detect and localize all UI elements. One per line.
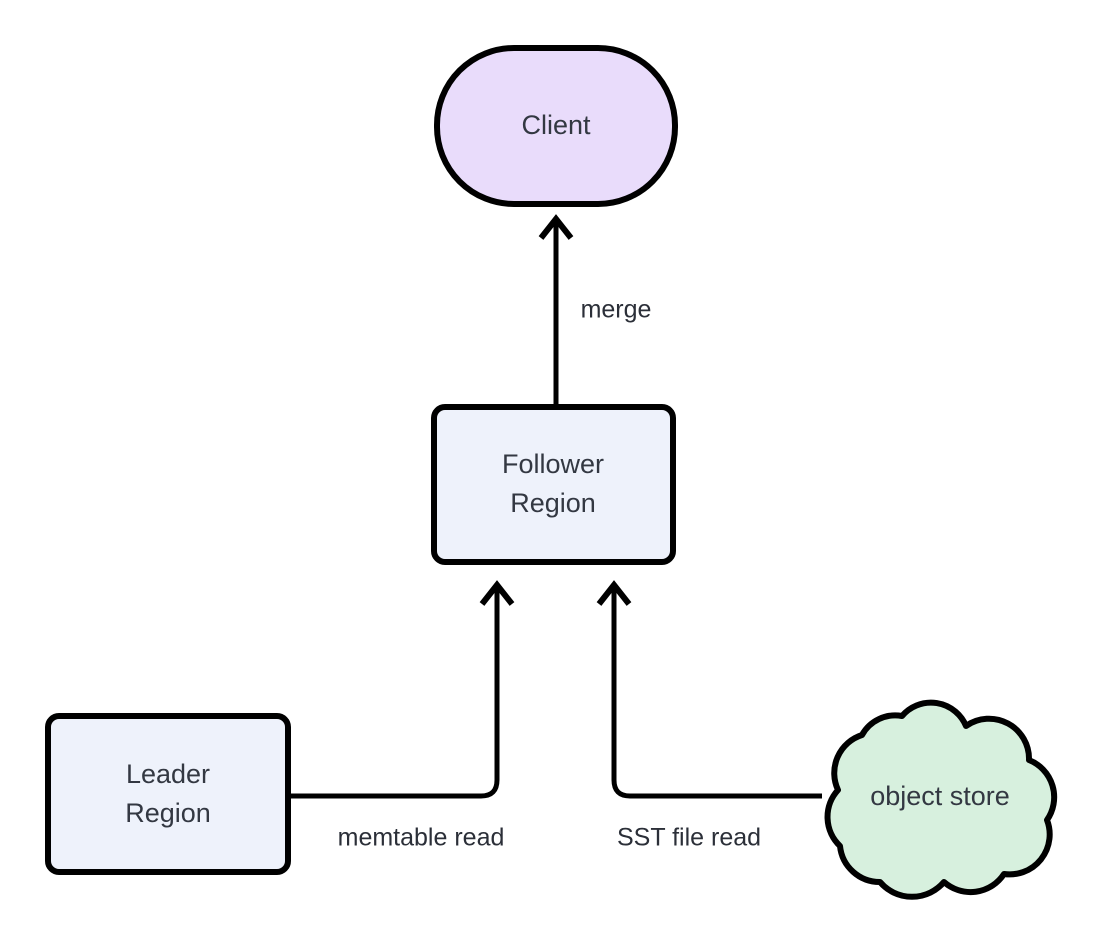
edge-label-merge-group: merge [566, 290, 666, 330]
edge-follower-to-client[interactable] [538, 214, 574, 407]
follower-region-shape [431, 404, 676, 565]
merge-label-backdrop [566, 290, 666, 330]
leader-region-label-line2: Region [125, 798, 211, 828]
edge-label-memtable-read-group: memtable read [311, 818, 531, 858]
leader-region-shape [45, 713, 291, 875]
follower-region-label-line1: Follower [502, 449, 604, 479]
leader-region-label-line1: Leader [126, 759, 210, 789]
edge-leader-to-follower[interactable] [288, 580, 515, 799]
object-store-shape [824, 699, 1058, 900]
edge-line-memtable-read [288, 588, 500, 799]
object-store-label: object store [870, 781, 1010, 811]
follower-region-label-line2: Region [510, 488, 596, 518]
arrow-head-sst-file-read-icon [596, 580, 632, 606]
client-shape [434, 45, 678, 207]
arrow-head-memtable-read-icon [479, 580, 515, 606]
client-label: Client [521, 110, 591, 140]
edge-label-merge: merge [581, 296, 652, 324]
node-follower-region[interactable]: Follower Region [431, 404, 676, 565]
edge-label-sst-file-read-group: SST file read [596, 818, 782, 858]
edge-label-sst-file-read: SST file read [617, 824, 761, 852]
edge-objectstore-to-follower[interactable] [596, 580, 822, 799]
node-client[interactable]: Client [434, 45, 678, 207]
edge-line-sst-file-read [611, 588, 822, 799]
memtable-read-label-backdrop [311, 818, 531, 858]
node-object-store[interactable]: object store [824, 699, 1058, 900]
sst-file-read-label-backdrop [596, 818, 782, 858]
edge-label-memtable-read: memtable read [338, 824, 505, 852]
arrow-head-merge-icon [538, 214, 574, 240]
node-leader-region[interactable]: Leader Region [45, 713, 291, 875]
